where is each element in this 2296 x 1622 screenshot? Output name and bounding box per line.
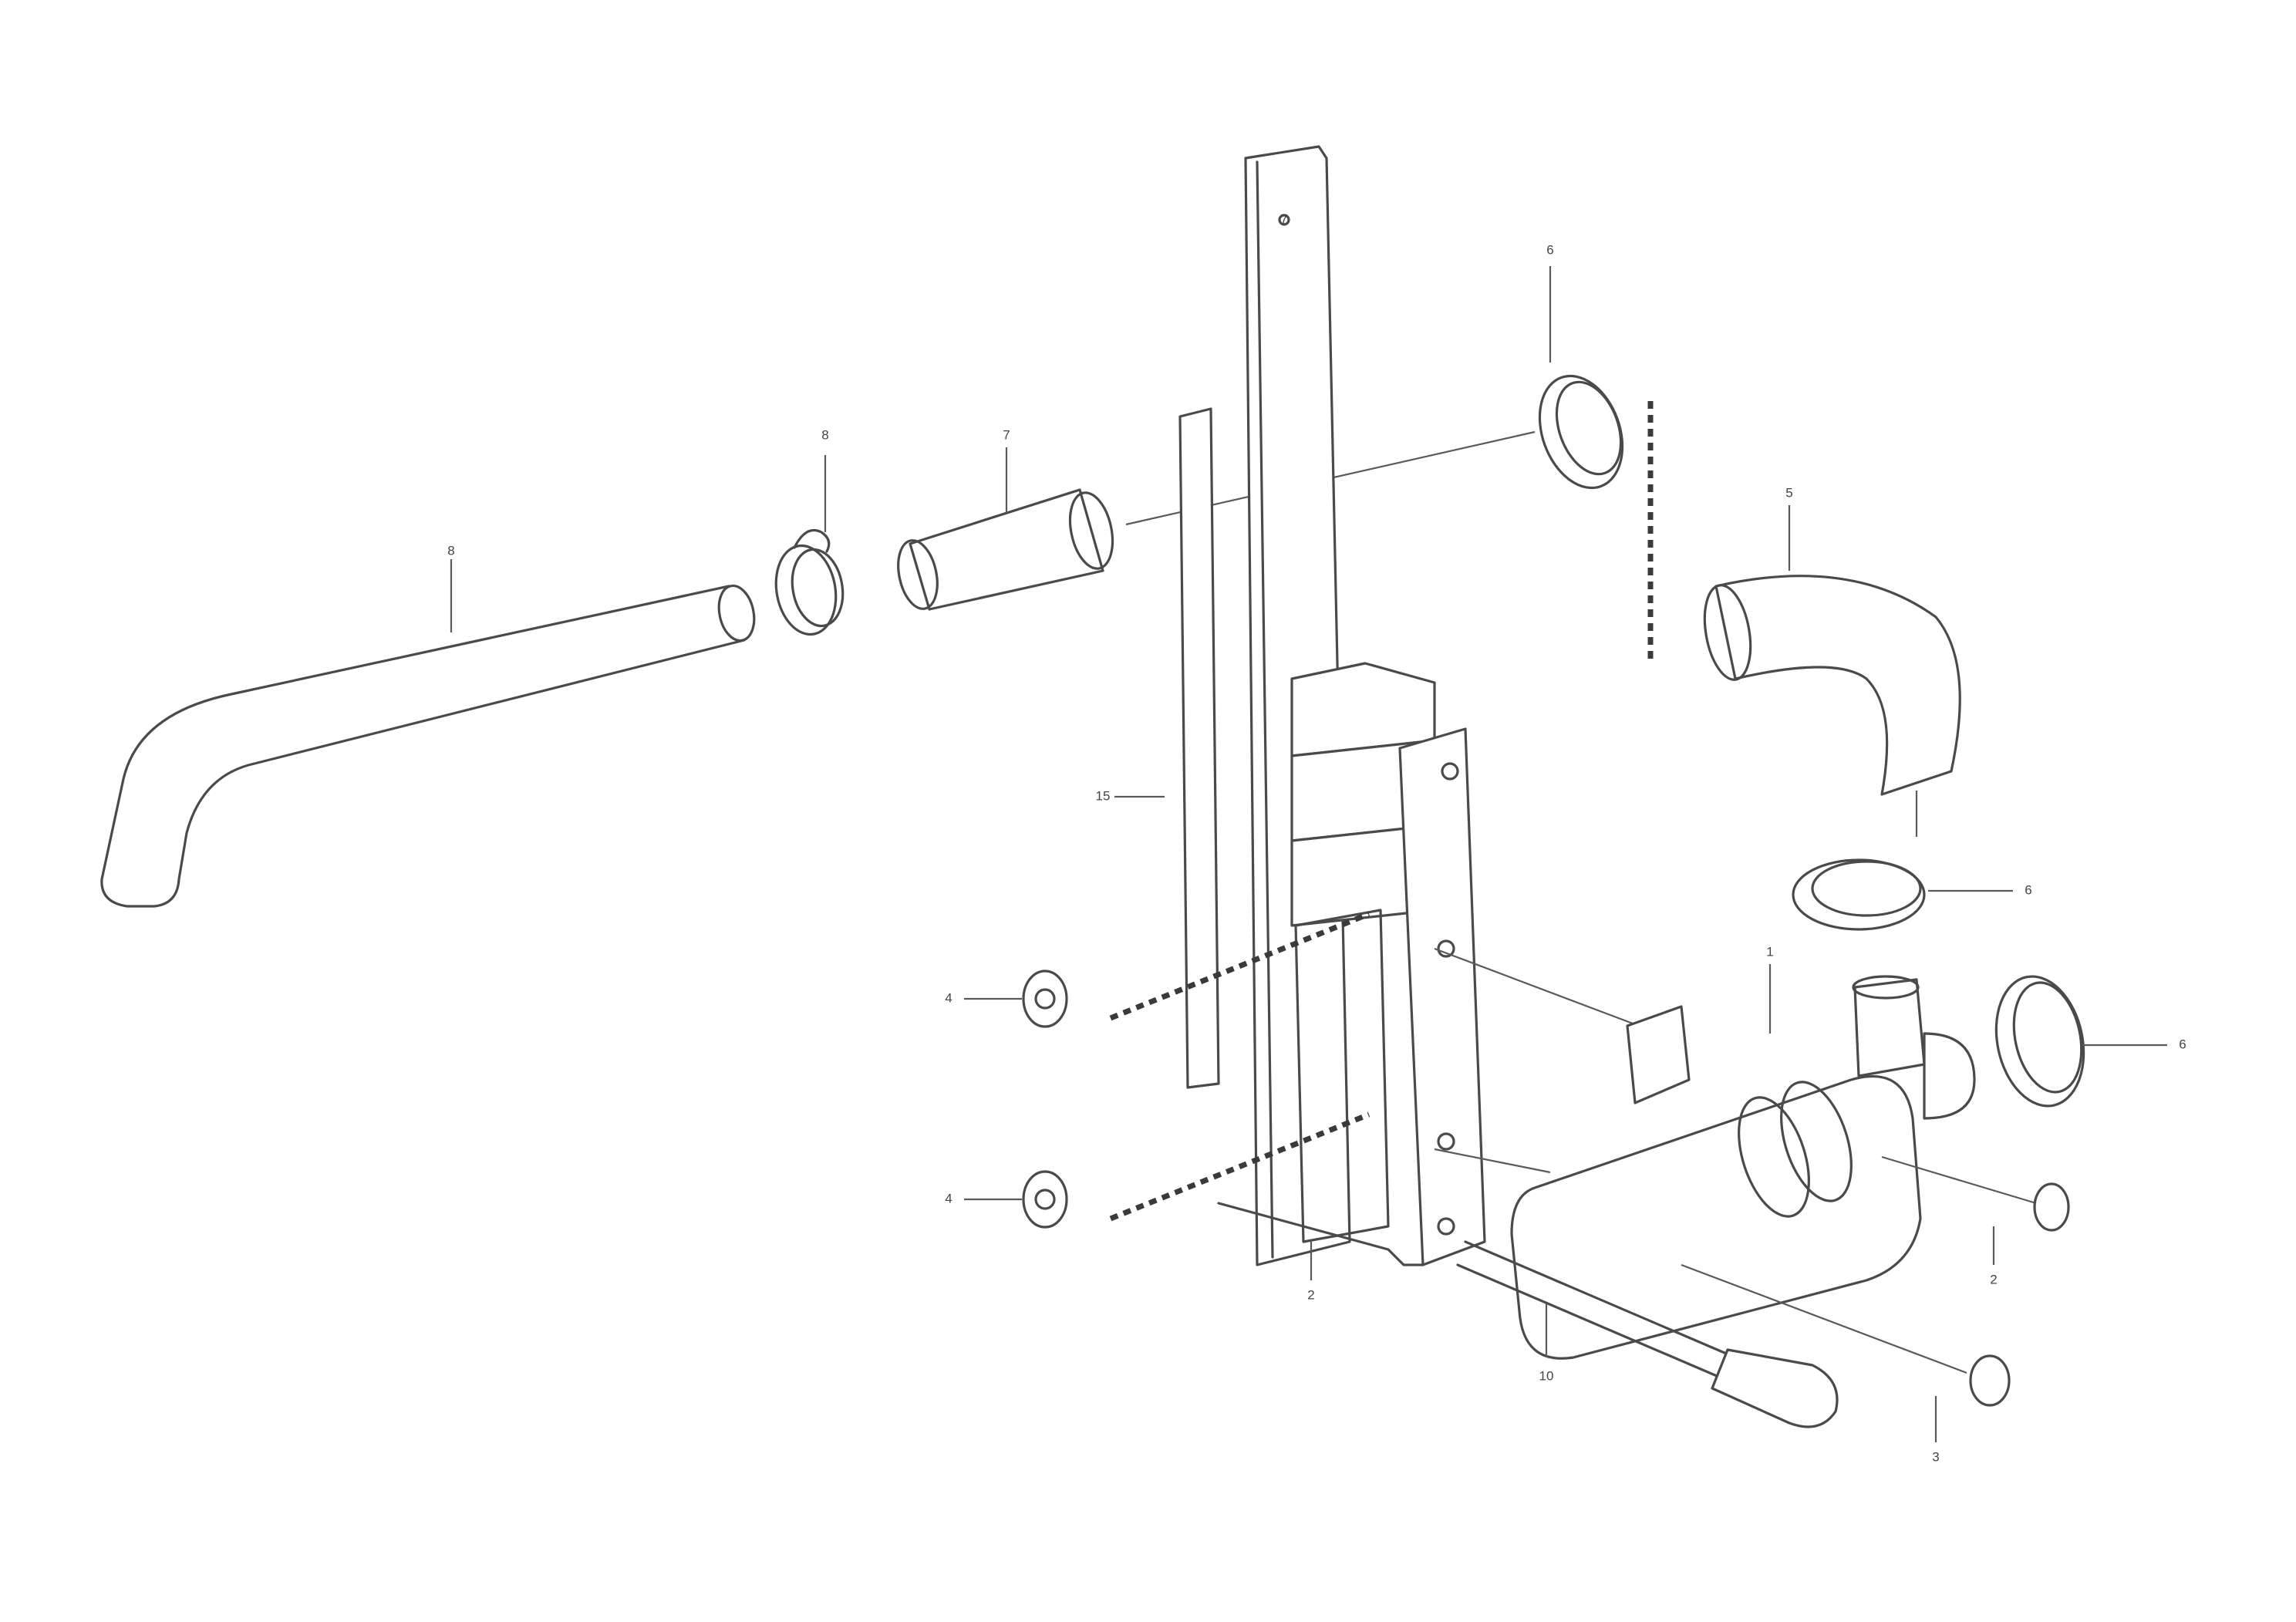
callout-pipe-long: 8 [447, 543, 454, 558]
hose-clamp-far-right [1994, 975, 2167, 1108]
bent-pipe-long [100, 559, 756, 908]
hose-clamp-top-right [1538, 266, 1624, 490]
callout-nut-lower: 4 [945, 1191, 952, 1206]
filter-assembly [1434, 947, 1976, 1360]
callout-bolt-bottom: 3 [1932, 1449, 1939, 1464]
center-housing [1290, 662, 1436, 1243]
callout-clamp-top-right: 6 [1546, 242, 1553, 257]
nut-upper [964, 969, 1068, 1028]
reference-stamp [2072, 1545, 2250, 1591]
callout-hose-short: 7 [1003, 427, 1010, 442]
callout-clamp-far-right: 6 [2179, 1037, 2186, 1051]
hose-clamp-left [774, 455, 845, 636]
callout-bolt-right: 2 [1990, 1272, 1997, 1286]
callout-clamp-left: 8 [821, 427, 828, 442]
stamp-line-3 [2072, 1576, 2250, 1591]
callout-bracket-top: 7 [1280, 211, 1287, 226]
callout-clamp-mid-right: 6 [2025, 882, 2031, 897]
drain-hose-bottom [1456, 1240, 1839, 1428]
thin-strip [1114, 407, 1220, 1089]
nut-lower [964, 1170, 1068, 1229]
callout-filter-pipe: 1 [1766, 944, 1773, 959]
callout-elbow: 5 [1785, 485, 1792, 500]
callout-hose-bottom: 10 [1539, 1368, 1554, 1383]
short-hose [897, 447, 1114, 611]
callout-strip: 15 [1096, 788, 1111, 803]
callout-nut-upper: 4 [945, 990, 952, 1005]
elbow-hose [1703, 505, 1961, 837]
side-bracket-plate [1217, 727, 1486, 1266]
stamp-line-2 [2072, 1560, 2250, 1576]
stamp-line-1 [2072, 1545, 2250, 1560]
bolt-bottom [1681, 1263, 2011, 1442]
hose-clamp-mid-right [1792, 858, 2013, 931]
bolt-right [1881, 1155, 2070, 1265]
callout-bracket-bottom: 2 [1307, 1287, 1314, 1302]
